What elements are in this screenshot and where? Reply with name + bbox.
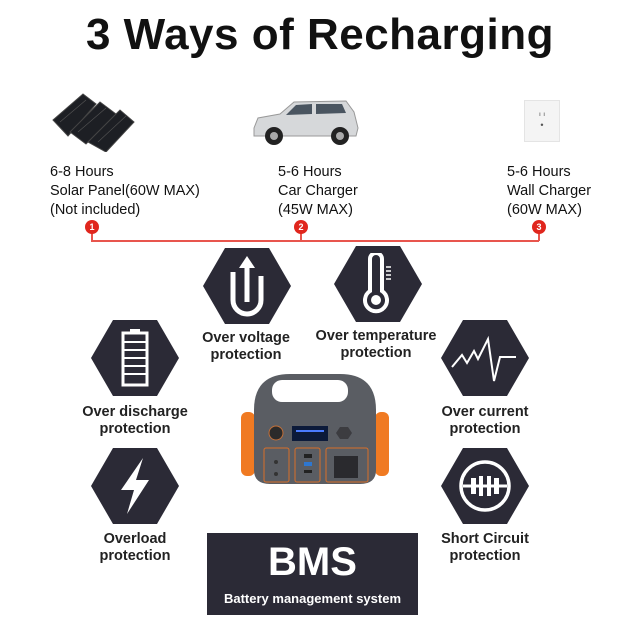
label-line: Over current [441,404,529,420]
source-wall: 5-6 Hours Wall Charger (60W MAX) [507,163,591,220]
source-time: 6-8 Hours [50,164,114,180]
power-station-image [241,374,389,484]
voltage-arrow-icon [230,256,264,317]
bms-box: BMS Battery management system [207,533,418,615]
label-line: protection [340,345,412,361]
source-note: (45W MAX) [278,202,353,218]
number-badge: 1 [85,220,99,234]
connector-line [91,240,539,242]
label-line: Short Circuit [441,531,529,547]
wall-outlet-icon: ᑊ ᑊ• [524,100,560,142]
label-line: protection [449,421,521,437]
connector-tick [538,228,540,241]
current-spike-icon [451,335,516,382]
bms-subtitle: Battery management system [223,591,402,606]
source-note: (60W MAX) [507,202,582,218]
battery-icon [121,329,149,387]
short-circuit-icon [459,460,511,512]
over-temperature-hex [334,246,422,322]
label-line: Over discharge [82,404,188,420]
solar-panel-icon [52,93,135,152]
label-line: protection [210,347,282,363]
car-icon [253,100,359,145]
label-line: protection [99,548,171,564]
source-name: Solar Panel(60W MAX) [50,183,200,199]
over-voltage-hex [203,248,291,324]
source-time: 5-6 Hours [507,164,571,180]
label-line: Overload [103,531,167,547]
source-note: (Not included) [50,202,141,218]
bms-title: BMS [268,540,357,584]
label-line: Over temperature [315,328,437,344]
label-line: Over voltage [202,330,290,346]
number-badge: 3 [532,220,546,234]
connector-tick [91,228,93,241]
label-line: protection [99,421,171,437]
thermometer-icon [363,253,391,314]
source-solar: 6-8 Hours Solar Panel(60W MAX) (Not incl… [50,163,200,220]
overload-hex [91,448,179,524]
label-line: protection [449,548,521,564]
source-name: Car Charger [278,183,358,199]
source-time: 5-6 Hours [278,164,342,180]
source-name: Wall Charger [507,183,592,199]
short-circuit-hex [441,448,529,524]
lightning-icon [121,458,149,514]
connector-tick [300,228,302,241]
source-car: 5-6 Hours Car Charger (45W MAX) [278,163,358,220]
number-badge: 2 [294,220,308,234]
page-title: 3 Ways of Recharging [85,10,555,59]
